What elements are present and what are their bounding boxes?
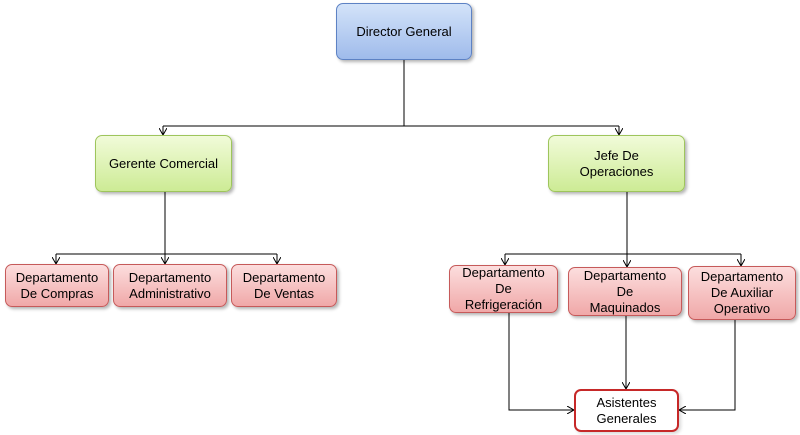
gerente-comercial-label: Gerente Comercial [108,155,219,171]
jefe-operaciones-box: Jefe De Operaciones [548,135,685,192]
departamento-maquinados-label: Departamento De Maquinados [583,267,667,315]
departamento-compras-label: Departamento De Compras [15,269,99,301]
connector-refrigeracion-to-asistentes [508,313,574,410]
departamento-auxiliar-operativo-label: Departamento De Auxiliar Operativo [700,269,784,316]
departamento-compras-box: Departamento De Compras [5,264,109,307]
departamento-administrativo-label: Departamento Administrativo [128,269,212,301]
departamento-auxiliar-operativo-box: Departamento De Auxiliar Operativo [688,266,796,320]
asistentes-generales-label: Asistentes Generales [596,394,657,426]
departamento-ventas-box: Departamento De Ventas [231,264,337,307]
departamento-refrigeracion-box: Departamento De Refrigeración [449,265,558,313]
departamento-ventas-label: Departamento De Ventas [242,269,326,301]
departamento-administrativo-box: Departamento Administrativo [113,264,227,307]
connector-auxiliar-to-asistentes [679,320,736,410]
director-general-box: Director General [336,3,472,60]
jefe-operaciones-label: Jefe De Operaciones [579,147,654,179]
departamento-maquinados-box: Departamento De Maquinados [568,267,682,316]
asistentes-generales-box: Asistentes Generales [574,389,679,432]
gerente-comercial-box: Gerente Comercial [95,135,232,192]
director-general-label: Director General [356,23,452,39]
departamento-refrigeracion-label: Departamento De Refrigeración [462,265,545,312]
